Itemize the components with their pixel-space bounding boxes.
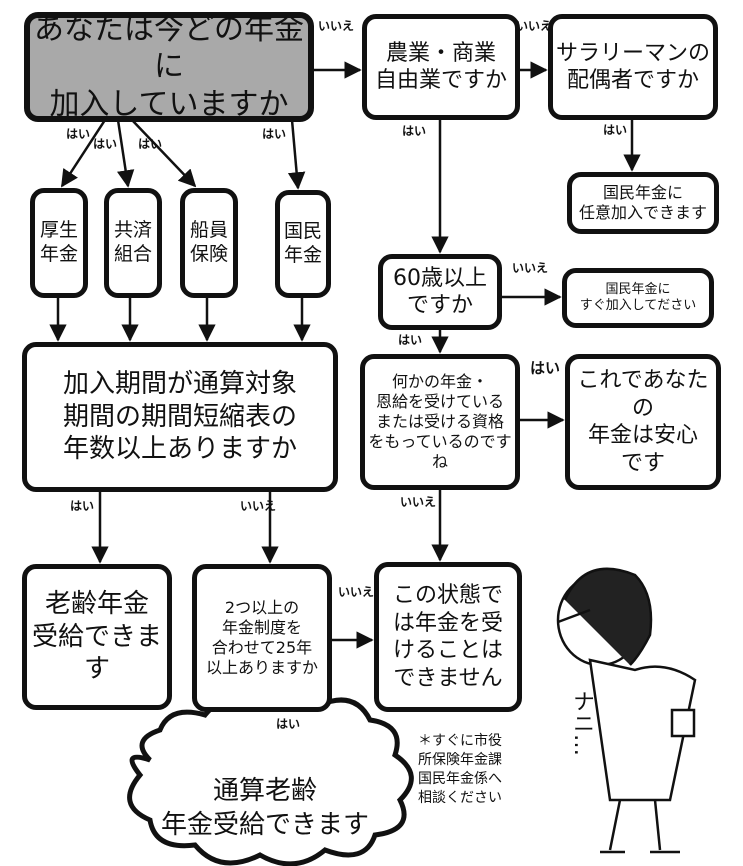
label-no-age60: いいえ	[512, 261, 549, 275]
node-other-pension: 何かの年金・ 恩給を受けている または受ける資格 をもっているのですね	[360, 354, 520, 490]
character-figure	[556, 567, 697, 854]
node-period-text: 加入期間が通算対象 期間の期間短縮表の 年数以上ありますか	[62, 369, 297, 465]
label-no-start: いいえ	[318, 19, 355, 33]
label-no-period: いいえ	[240, 499, 277, 513]
label-yes-period: はい	[70, 499, 95, 513]
node-start-question: あなたは今どの年金に 加入していますか	[24, 12, 314, 122]
label-yes-age60: はい	[398, 333, 423, 347]
node-senin: 船員 保険	[180, 188, 238, 298]
node-self-employed: 農業・商業 自由業ですか	[362, 14, 520, 120]
node-safe-text: これであなたの 年金は安心 です	[577, 368, 709, 476]
node-period: 加入期間が通算対象 期間の期間短縮表の 年数以上ありますか	[22, 342, 338, 492]
node-kokumin-text: 国民 年金	[283, 220, 322, 266]
label-yes-kyosai: はい	[93, 137, 118, 151]
arrow-start-to-kosei	[60, 119, 107, 188]
label-yes-spouse: はい	[603, 123, 628, 137]
node-start-text: あなたは今どの年金に 加入していますか	[34, 11, 304, 122]
node-join-now: 国民年金に すぐ加入してださい	[562, 268, 714, 328]
node-cannot-text: この状態で は年金を受 けることは できません	[392, 583, 503, 691]
consultation-note: ＊すぐに市役 所保険年金課 国民年金係へ 相談ください	[418, 733, 502, 806]
node-old-age: 老齢年金 受給できます	[22, 564, 172, 710]
node-voluntary: 国民年金に 任意加入できます	[567, 172, 719, 234]
node-self-employed-text: 農業・商業 自由業ですか	[374, 40, 507, 94]
arrow-start-to-kyosai	[116, 119, 135, 188]
arrow-start-to-senin	[131, 119, 197, 188]
label-no-combine: いいえ	[338, 585, 375, 599]
node-age60: 60歳以上 ですか	[378, 254, 502, 330]
node-combine: 2つ以上の 年金制度を 合わせて25年 以上ありますか	[192, 564, 332, 712]
node-old-age-text: 老齢年金 受給できます	[31, 589, 162, 685]
node-kyosai-text: 共済 組合	[113, 219, 152, 265]
node-tsusan: 通算老齢 年金受給できます	[160, 776, 369, 840]
node-cannot: この状態で は年金を受 けることは できません	[374, 562, 522, 712]
node-join-now-text: 国民年金に すぐ加入してださい	[579, 281, 697, 313]
label-yes-kokumin: はい	[262, 127, 287, 141]
node-kokumin: 国民 年金	[275, 190, 331, 298]
label-yes-self-employed: はい	[402, 124, 427, 138]
node-kyosai: 共済 組合	[104, 188, 162, 298]
label-yes-senin: はい	[138, 137, 163, 151]
character-exclamation: ナニ…	[569, 690, 594, 756]
node-age60-text: 60歳以上 ですか	[393, 265, 487, 319]
node-spouse-text: サラリーマンの 配偶者ですか	[555, 40, 710, 94]
label-no-self-employed: いいえ	[516, 19, 553, 33]
node-kosei: 厚生 年金	[30, 188, 88, 298]
node-kosei-text: 厚生 年金	[39, 219, 78, 265]
label-yes-other-pension: はい	[530, 359, 561, 377]
node-senin-text: 船員 保険	[189, 219, 228, 265]
node-voluntary-text: 国民年金に 任意加入できます	[578, 183, 707, 222]
node-safe: これであなたの 年金は安心 です	[565, 354, 721, 490]
arrow-start-to-kokumin	[287, 119, 306, 190]
node-spouse: サラリーマンの 配偶者ですか	[548, 14, 718, 120]
label-no-other-pension: いいえ	[400, 495, 437, 509]
label-yes-combine: はい	[276, 717, 301, 731]
node-combine-text: 2つ以上の 年金制度を 合わせて25年 以上ありますか	[205, 598, 318, 677]
node-other-pension-text: 何かの年金・ 恩給を受けている または受ける資格 をもっているのですね	[368, 372, 512, 471]
label-yes-kosei: はい	[66, 127, 91, 141]
